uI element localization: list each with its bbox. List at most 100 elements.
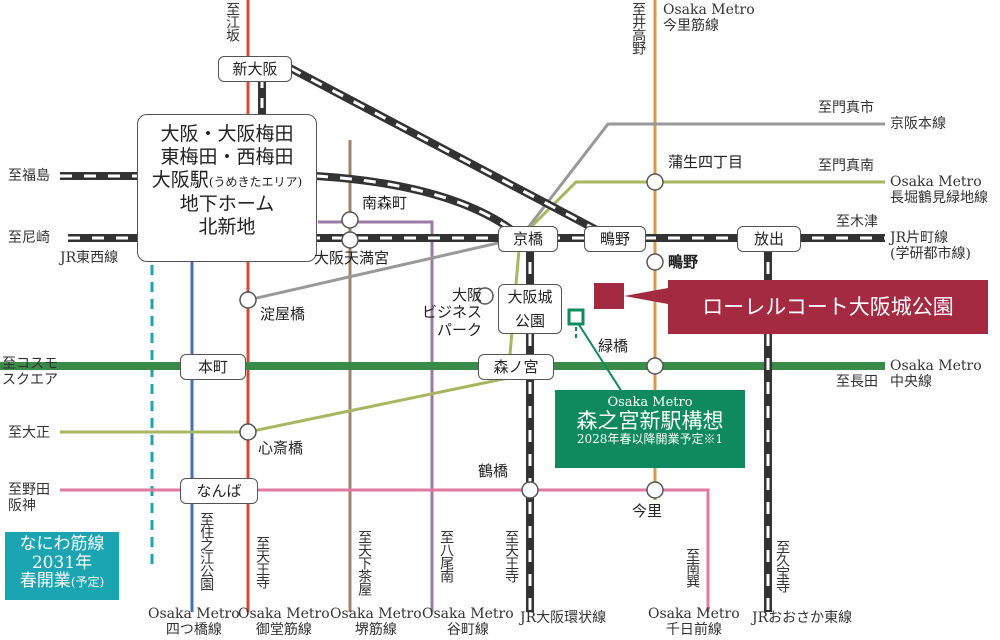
nagata-label: 至長田	[836, 374, 878, 390]
kyuhoji-label: 至久宝寺	[774, 540, 791, 592]
tengachaya-label: 至天下茶屋	[356, 530, 373, 595]
tanimachi-name-2: 谷町線	[446, 622, 489, 639]
yodoyabashi-station	[239, 291, 257, 309]
umeda-name-2: 東梅田・西梅田	[160, 146, 294, 169]
shigino-box[interactable]: 鴫野	[584, 226, 646, 252]
fukushima-label: 至福島	[8, 168, 50, 184]
loop-name: JR大阪環状線	[520, 610, 607, 626]
nagahori-name-2: 長堀鶴見緑地線	[890, 190, 988, 207]
midosuji-name-2: 御堂筋線	[255, 622, 312, 639]
minamitatsumi-label: 至南巽	[684, 548, 701, 587]
cosmo-label: 至コスモ スクエア	[2, 356, 58, 388]
property-marker	[594, 283, 624, 309]
umeda-name-4: 地下ホーム	[179, 192, 275, 215]
property-name-box[interactable]: ローレルコート大阪城公園	[668, 280, 988, 334]
umeda-box[interactable]: 大阪・大阪梅田 東梅田・西梅田 大阪駅(うめきたエリア) 地下ホーム 北新地	[137, 114, 317, 262]
gamo-label: 蒲生四丁目	[668, 153, 744, 171]
new-station-note: 2028年春以降開業予定※1	[576, 432, 724, 447]
new-station-name: 森之宮新駅構想	[576, 409, 724, 434]
shin-osaka-box[interactable]: 新大阪	[218, 56, 292, 82]
tennoji-2-label: 至天王寺	[503, 530, 520, 582]
sakaisuji-name-2: 堺筋線	[354, 622, 397, 639]
yodoyabashi-label: 淀屋橋	[260, 305, 306, 323]
honmachi-box[interactable]: 本町	[180, 354, 246, 380]
osaka-jo-koen-name-1: 大阪城	[507, 288, 553, 306]
obp-name-2: ビジネス	[422, 303, 483, 322]
new-station-box[interactable]: Osaka Metro 森之宮新駅構想 2028年春以降開業予定※1	[555, 390, 745, 468]
naniwa-year: 2031年	[31, 552, 93, 573]
minamimorimachi-label: 南森町	[362, 194, 408, 212]
suminoe-label: 至住之江公園	[198, 512, 215, 590]
tsuruhashi-label: 鶴橋	[478, 462, 509, 480]
tanimachi-name: Osaka Metro 谷町線	[422, 606, 514, 638]
gamo-station	[646, 173, 664, 191]
osaka-higashi-name: JRおおさか東線	[752, 610, 853, 626]
naniwa-open: 春開業(予定)	[5, 572, 119, 591]
tennoji-1-label: 至天王寺	[254, 536, 271, 588]
keihan-line	[247, 122, 885, 302]
cosmo-label-2: スクエア	[2, 372, 58, 389]
nagahori-name: Osaka Metro 長堀鶴見緑地線	[890, 174, 988, 206]
iwaki-takano-label: 至井高野	[630, 2, 647, 54]
umeda-name-1: 大阪・大阪梅田	[160, 123, 294, 145]
gakken-name-2: (学研都市線)	[890, 246, 971, 263]
minamimorimachi-station	[341, 211, 359, 229]
keihan-name: 京阪本線	[890, 116, 946, 132]
property-pointer	[624, 288, 668, 304]
taisho-label: 至大正	[8, 425, 50, 441]
yotsubashi-name-2: 四つ橋線	[165, 622, 222, 639]
chuo-name-2: 中央線	[890, 374, 932, 391]
naniwa-open-main: 春開業	[19, 571, 71, 592]
midosuji-name-1: Osaka Metro	[238, 606, 330, 622]
sennichimae-name-2: 千日前線	[665, 622, 722, 639]
umeda-name-5: 北新地	[198, 215, 256, 238]
midoribashi-station	[646, 357, 664, 375]
shinsaibashi-label: 心斎橋	[258, 439, 304, 457]
tanimachi-name-1: Osaka Metro	[422, 606, 514, 622]
yotsubashi-name-1: Osaka Metro	[148, 606, 240, 622]
osaka-jo-koen-name-2: 公園	[514, 312, 545, 330]
yotsubashi-name: Osaka Metro 四つ橋線	[148, 606, 240, 638]
midosuji-name: Osaka Metro 御堂筋線	[238, 606, 330, 638]
cosmo-label-1: 至コスモ	[2, 356, 58, 372]
naniwa-name: なにわ筋線	[19, 534, 105, 554]
kadoma-1-label: 至門真市	[818, 100, 874, 116]
kadoma-2-label: 至門真南	[818, 158, 874, 174]
gakken-name: JR片町線 (学研都市線)	[890, 230, 971, 262]
obp-label: 大阪 ビジネス パーク	[404, 286, 483, 339]
sakaisuji-name: Osaka Metro 堺筋線	[330, 606, 422, 638]
umeda-note: (うめきたエリア)	[208, 175, 303, 190]
sennichimae-line	[60, 488, 710, 612]
morinomiya-box[interactable]: 森ノ宮	[478, 354, 554, 380]
sennichimae-name: Osaka Metro 千日前線	[648, 606, 740, 638]
obp-station	[476, 287, 494, 305]
shinsaibashi-station	[239, 423, 257, 441]
chuo-name-1: Osaka Metro	[890, 358, 982, 374]
naniwa-box[interactable]: なにわ筋線 2031年 春開業(予定)	[5, 532, 119, 600]
namba-box[interactable]: なんば	[180, 478, 258, 504]
yao-label: 至八尾南	[438, 530, 455, 582]
sakaisuji-name-1: Osaka Metro	[330, 606, 422, 622]
esaka-label: 至江坂	[224, 2, 241, 41]
kizu-label: 至木津	[836, 214, 878, 230]
shigino-subway-label: 鴫野	[668, 253, 699, 271]
tsuruhashi-station	[521, 481, 539, 499]
osaka-temmangu-station	[341, 231, 359, 249]
imazatosuji-name: Osaka Metro 今里筋線	[663, 2, 755, 34]
jr-tozai-name: JR東西線	[60, 250, 119, 266]
chuo-name: Osaka Metro 中央線	[890, 358, 982, 390]
kyobashi-box[interactable]: 京橋	[498, 226, 558, 252]
shigino-subway-station	[646, 253, 664, 271]
umeda-name-3-main: 大阪駅	[151, 169, 209, 192]
new-station-operator: Osaka Metro	[607, 395, 693, 410]
imazato-label: 今里	[632, 502, 663, 520]
obp-name-1: 大阪	[452, 286, 483, 304]
osaka-jo-koen-box[interactable]: 大阪城 公園	[498, 284, 562, 334]
naniwa-tentative: (予定)	[70, 575, 105, 590]
noda-label-1: 至野田	[8, 482, 50, 498]
nagahori-name-1: Osaka Metro	[890, 174, 982, 190]
sennichimae-name-1: Osaka Metro	[648, 606, 740, 622]
imazato-station	[646, 481, 664, 499]
hanaten-box[interactable]: 放出	[737, 226, 801, 252]
